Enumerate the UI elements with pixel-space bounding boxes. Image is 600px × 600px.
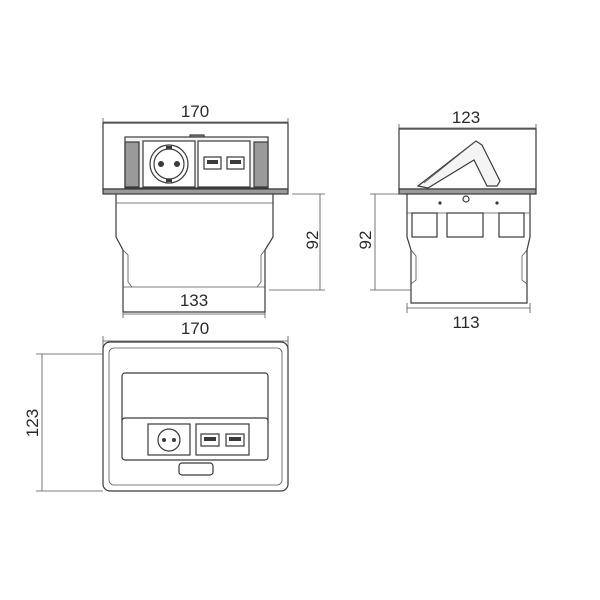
front-top-width-label: 170	[181, 102, 209, 121]
side-bottom-dimension: 113	[406, 303, 531, 332]
side-body	[406, 194, 531, 304]
plan-depth-dimension: 123	[23, 353, 103, 492]
front-left-pillar	[124, 141, 140, 188]
side-top-dimension: 123	[398, 108, 537, 140]
front-bottom-dimension: 133	[122, 291, 266, 318]
front-height-dimension: 92	[269, 193, 325, 291]
front-bottom-width-label: 133	[180, 291, 208, 310]
front-view: 170	[102, 102, 325, 318]
side-tilted-lid	[416, 140, 501, 189]
schuko-socket-icon	[157, 428, 181, 452]
schuko-socket-icon	[149, 144, 189, 184]
side-view: 123 92 113	[356, 108, 537, 332]
side-flange	[398, 188, 537, 195]
plan-view: 170 123	[23, 319, 289, 492]
side-top-width-label: 123	[452, 108, 480, 127]
side-height-label: 92	[356, 231, 375, 250]
plan-width-dimension: 170	[102, 319, 289, 352]
plan-width-label: 170	[181, 319, 209, 338]
front-top-dimension: 170	[102, 102, 289, 140]
usb-port-icon	[203, 156, 222, 170]
side-height-dimension: 92	[356, 193, 411, 291]
front-flange	[102, 188, 289, 195]
front-height-label: 92	[303, 231, 322, 250]
plan-finger-pull	[178, 462, 214, 476]
usb-port-icon	[225, 433, 245, 447]
plan-lid	[121, 372, 269, 426]
side-bottom-width-label: 113	[452, 313, 479, 332]
front-right-pillar	[253, 141, 269, 188]
plan-depth-label: 123	[23, 409, 42, 437]
front-body	[115, 194, 274, 313]
usb-port-icon	[200, 433, 220, 447]
usb-port-icon	[226, 156, 245, 170]
